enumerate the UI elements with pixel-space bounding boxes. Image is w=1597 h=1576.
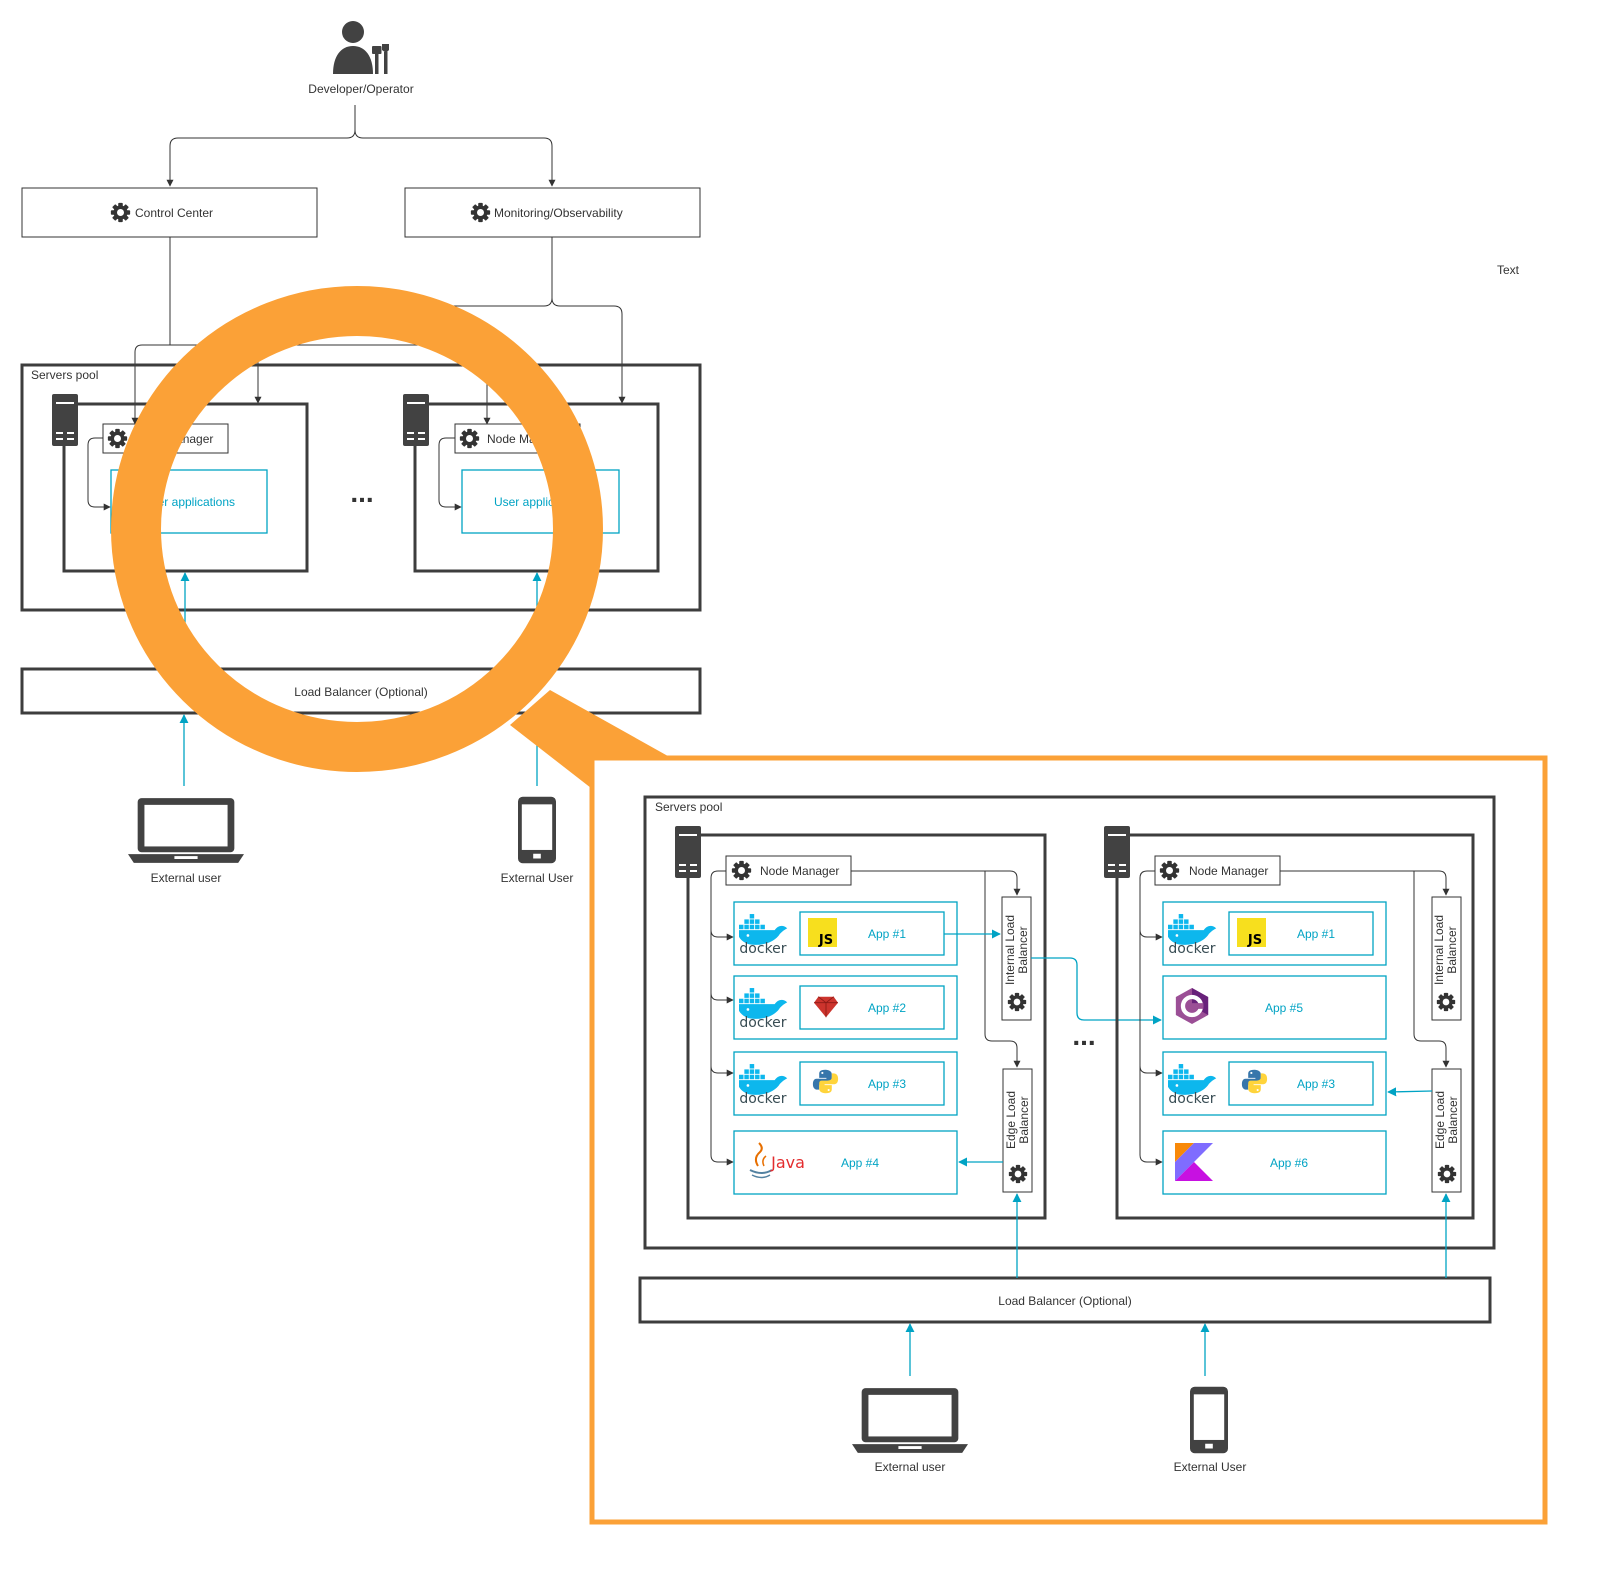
- detail-external-user-phone-label: External User: [1174, 1460, 1247, 1474]
- server-icon: [52, 394, 78, 446]
- gear-icon: [1436, 992, 1456, 1012]
- internal-lb-label-left-2: Balancer: [1016, 926, 1030, 973]
- app-row-4-left[interactable]: [733, 1130, 958, 1195]
- edge-lb-label-left-2: Balancer: [1017, 1096, 1031, 1143]
- manager-to-internal-lb-right-edge: [1280, 870, 1450, 896]
- edge-lb-label-right-1: Edge Load: [1433, 1091, 1447, 1149]
- detail-node-manager-label-left: Node Manager: [760, 864, 839, 878]
- developer-to-control-center-edge: [166, 105, 356, 187]
- gear-icon: [731, 860, 752, 881]
- node-manager-to-apps-edge-2: [438, 437, 462, 511]
- server-icon: [675, 826, 701, 878]
- javascript-icon-label: JS: [1247, 933, 1262, 948]
- javascript-icon-label: JS: [818, 933, 833, 948]
- edge-lb-to-app3-right-edge: [1387, 1087, 1433, 1097]
- gear-icon: [1159, 860, 1180, 881]
- gear-icon: [459, 428, 480, 449]
- internal-lb-label-right-2: Balancer: [1445, 926, 1459, 973]
- gear-icon: [1437, 1164, 1457, 1184]
- detail-node-left: Node Manager docker JS App #1 docker App…: [675, 826, 1047, 1220]
- javascript-icon: [808, 918, 837, 947]
- detail-node-manager-label-right: Node Manager: [1189, 864, 1268, 878]
- docker-wordmark: docker: [739, 941, 786, 957]
- servers-pool-label: Servers pool: [31, 368, 98, 382]
- gear-icon: [1007, 992, 1027, 1012]
- java-icon: [749, 1142, 773, 1179]
- docker-wordmark: docker: [1168, 1091, 1215, 1107]
- stray-text-label: Text: [1497, 263, 1520, 277]
- app-label-3-right: App #3: [1297, 1077, 1335, 1091]
- gear-icon: [110, 202, 131, 223]
- external-user-laptop-label: External user: [151, 871, 222, 885]
- detail-server-node-left: [686, 833, 1047, 1220]
- servers-pool-box: [20, 363, 702, 612]
- app-label-1-left: App #1: [868, 927, 906, 941]
- developer-operator-label: Developer/Operator: [308, 82, 413, 96]
- control-center-box[interactable]: [21, 187, 318, 238]
- app-card-2-left[interactable]: [799, 985, 945, 1030]
- external-user-phone-label: External User: [501, 871, 574, 885]
- docker-wordmark: docker: [1168, 941, 1215, 957]
- manager-to-app6-edge: [1139, 870, 1163, 1166]
- manager-to-app4-edge: [710, 870, 734, 1166]
- gear-icon: [107, 428, 128, 449]
- control-center-label: Control Center: [135, 206, 213, 220]
- control-center-to-node1-edge: [131, 237, 171, 425]
- manager-to-app2-edge: [710, 992, 734, 1004]
- monitoring-to-node2-edge: [551, 297, 626, 404]
- magnifier-lens-ring: [111, 286, 603, 772]
- manager-to-internal-lb-edge: [851, 870, 1021, 896]
- app-label-1-right: App #1: [1297, 927, 1335, 941]
- manager-to-app1-edge: [710, 929, 734, 941]
- detail-server-node-right: [1115, 833, 1475, 1220]
- docker-wordmark: docker: [739, 1091, 786, 1107]
- manager-to-app1-right-edge: [1139, 929, 1163, 941]
- edge-lb-label-right-2: Balancer: [1446, 1096, 1460, 1143]
- app-label-3-left: App #3: [868, 1077, 906, 1091]
- developer-to-monitoring-edge: [354, 105, 556, 187]
- node-manager-to-apps-edge-1: [87, 437, 111, 511]
- detail-load-balancer-label: Load Balancer (Optional): [998, 1294, 1131, 1308]
- manager-to-edge-lb-edge: [984, 871, 1021, 1068]
- detail-load-balancer-box[interactable]: [638, 1276, 1492, 1324]
- edge-lb-box-left[interactable]: [1002, 1068, 1033, 1193]
- manager-to-app3-edge: [710, 1065, 734, 1077]
- manager-to-app3-right-edge: [1139, 1065, 1163, 1077]
- detail-node-right: Node Manager docker JS App #1 App #5 doc…: [1104, 826, 1475, 1220]
- server-icon: [1104, 826, 1130, 878]
- monitoring-box[interactable]: [404, 187, 701, 238]
- java-wordmark: Java: [770, 1153, 805, 1172]
- gear-icon: [470, 202, 491, 223]
- gear-icon: [1008, 1164, 1028, 1184]
- app-label-2-left: App #2: [868, 1001, 906, 1015]
- user-applications-label-1: User applications: [143, 495, 235, 509]
- detail-external-user-laptop-label: External user: [875, 1460, 946, 1474]
- app-row-6-right[interactable]: [1162, 1130, 1387, 1195]
- app-label-5-right: App #5: [1265, 1001, 1303, 1015]
- load-balancer-box[interactable]: [20, 667, 702, 715]
- app-label-6-right: App #6: [1270, 1156, 1308, 1170]
- more-nodes-ellipsis: ...: [350, 477, 373, 508]
- edge-lb-label-left-1: Edge Load: [1004, 1091, 1018, 1149]
- monitoring-label: Monitoring/Observability: [494, 206, 623, 220]
- phone-icon: [518, 796, 556, 864]
- detail-servers-pool-label: Servers pool: [655, 800, 722, 814]
- internal-lb-box-right[interactable]: [1431, 896, 1462, 1021]
- internal-lb-label-left-1: Internal Load: [1003, 915, 1017, 985]
- laptop-icon: [128, 798, 244, 863]
- internal-lb-to-app5-edge: [1031, 957, 1162, 1025]
- manager-to-edge-lb-right-edge: [1413, 871, 1450, 1068]
- javascript-icon: [1237, 918, 1266, 947]
- detail-more-nodes-ellipsis: ...: [1072, 1020, 1095, 1051]
- detail-servers-pool-box: [643, 795, 1496, 1250]
- phone-icon: [1190, 1386, 1228, 1454]
- app-label-4-left: App #4: [841, 1156, 879, 1170]
- load-balancer-label: Load Balancer (Optional): [294, 685, 427, 699]
- internal-lb-label-right-1: Internal Load: [1432, 915, 1446, 985]
- server-icon: [403, 394, 429, 446]
- developer-operator-icon: [333, 21, 389, 74]
- docker-wordmark: docker: [739, 1015, 786, 1031]
